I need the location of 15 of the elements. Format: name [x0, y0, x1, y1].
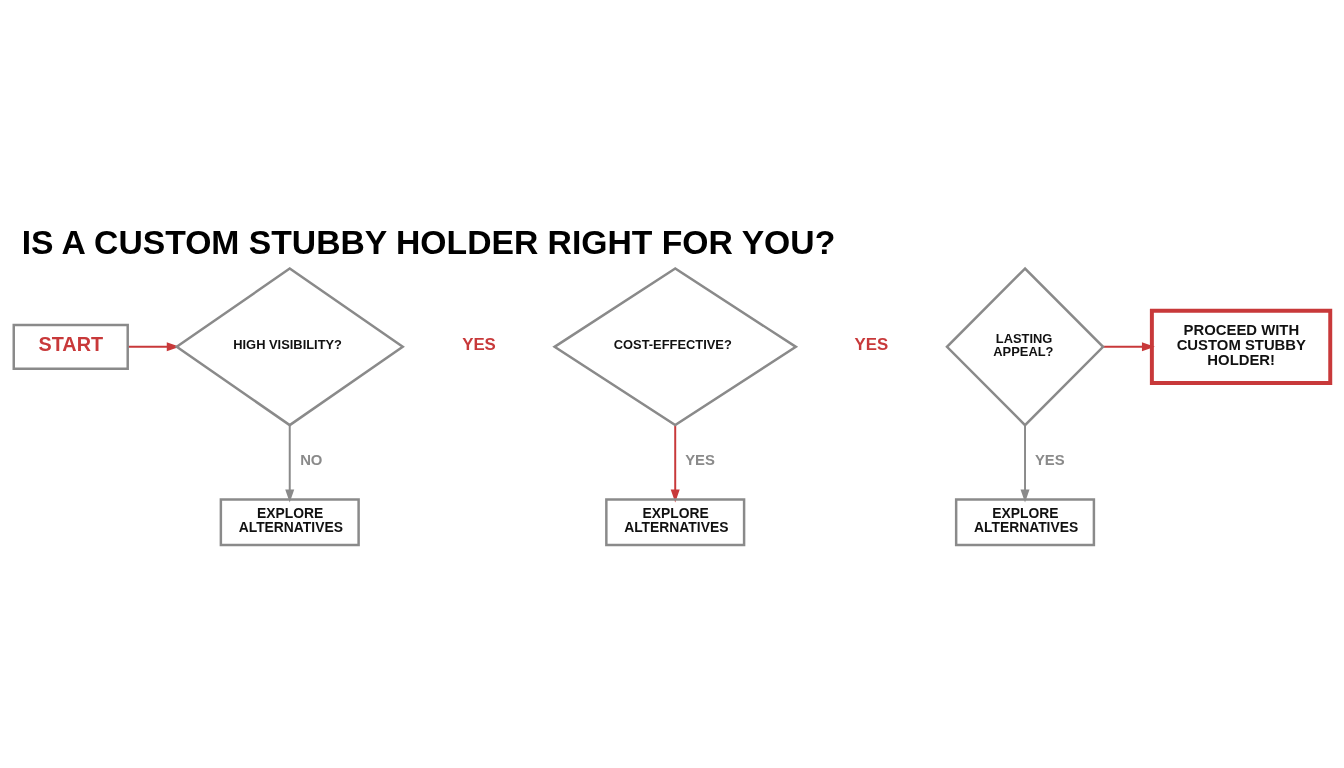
node-box: START: [12, 323, 129, 370]
edge-label: YES: [685, 451, 715, 468]
edge-label: NO: [300, 451, 323, 468]
arrow: [670, 423, 680, 502]
label: YES: [462, 334, 496, 354]
node-box: EXPLORE ALTERNATIVES: [954, 497, 1096, 546]
node-box: EXPLORE ALTERNATIVES: [605, 497, 746, 546]
label: YES: [854, 334, 889, 354]
node-diamond: COST-EFFECTIVE?: [552, 266, 799, 427]
node-diamond: HIGH VISIBILITY?: [174, 266, 405, 427]
diagram-title: IS A CUSTOM STUBBY HOLDER RIGHT FOR YOU?: [21, 223, 836, 261]
edge-label: YES: [1034, 451, 1065, 468]
node-diamond: LASTING APPEAL?: [945, 266, 1105, 427]
node-box: EXPLORE ALTERNATIVES: [219, 497, 360, 546]
node-box: PROCEED WITH CUSTOM STUBBY HOLDER!: [1149, 308, 1333, 385]
